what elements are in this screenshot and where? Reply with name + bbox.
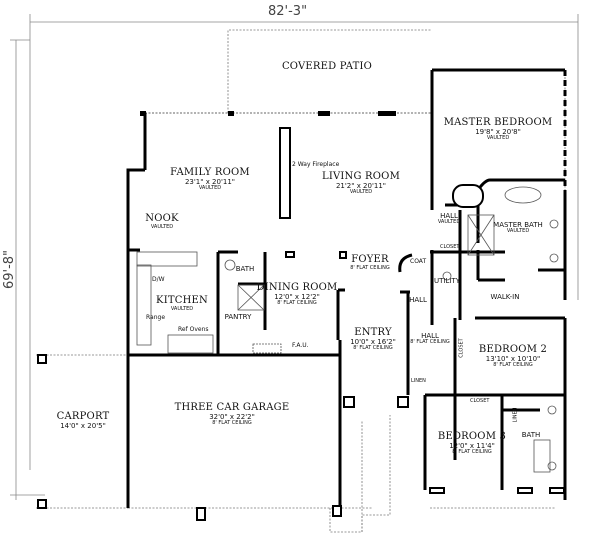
coat-closet-label: COAT xyxy=(410,258,427,265)
closet-bed3-label: CLOSET xyxy=(470,398,490,404)
room-bath: BATH xyxy=(235,265,255,273)
room-hall-side: HALL xyxy=(409,296,427,304)
room-pantry: PANTRY xyxy=(224,313,252,321)
linen-label: LINEN xyxy=(411,378,426,384)
width-dimension: 82'-3" xyxy=(268,4,308,19)
fireplace-label: 2 Way Fireplace xyxy=(292,161,340,168)
fau-label: F.A.U. xyxy=(292,342,309,349)
room-walk-in: WALK-IN xyxy=(490,293,520,301)
closet-master-label: CLOSET xyxy=(440,244,460,250)
linen-bath-label: LINEN xyxy=(512,407,519,423)
closet-bed2-label: CLOSET xyxy=(458,338,465,358)
depth-dimension: 69'-8" xyxy=(2,249,18,290)
dishwasher-label: D/W xyxy=(152,276,165,283)
room-covered-patio: COVERED PATIO xyxy=(281,61,373,72)
dimension-lines xyxy=(10,14,579,500)
room-utility: UTILITY xyxy=(434,277,460,285)
range-label: Range xyxy=(146,314,166,321)
walls xyxy=(126,68,567,508)
ref-ovens-label: Ref Ovens xyxy=(178,326,209,333)
room-bath-2: BATH xyxy=(521,431,541,439)
